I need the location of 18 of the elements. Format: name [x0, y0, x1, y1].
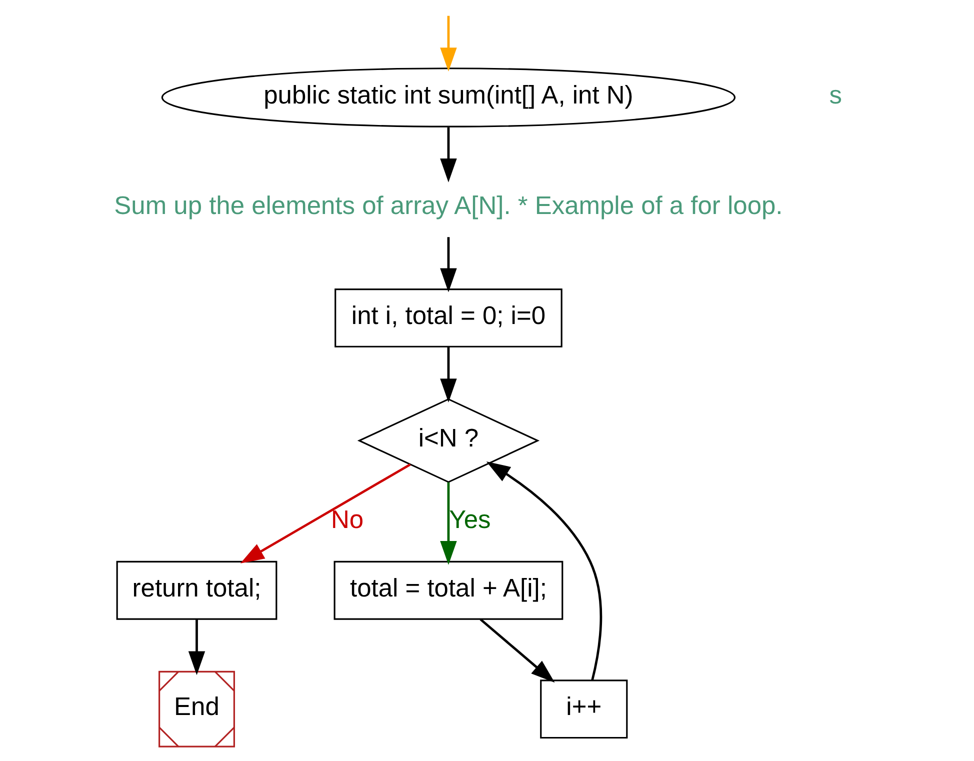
arrow [486, 461, 602, 681]
arrow [240, 463, 410, 564]
node-box: total = total + A[i]; [333, 560, 563, 620]
node-box: int i, total = 0; i=0 [334, 288, 562, 348]
label: s [828, 82, 842, 110]
arrow [440, 127, 456, 182]
arrow [188, 619, 205, 676]
node-box: return total; [116, 560, 277, 620]
node-box: i++ [540, 680, 628, 739]
arrow [440, 237, 456, 292]
arrow [479, 618, 554, 683]
node-text: Sum up the elements of array A[N]. * Example of a for loop. [114, 192, 782, 220]
node-ellipse: public static int sum(int[] A, int N) [160, 68, 736, 128]
edge-label: Yes [448, 506, 490, 534]
arrow [440, 482, 456, 565]
arrow [440, 346, 456, 402]
arrow [440, 16, 456, 72]
edge-label: No [330, 506, 364, 534]
